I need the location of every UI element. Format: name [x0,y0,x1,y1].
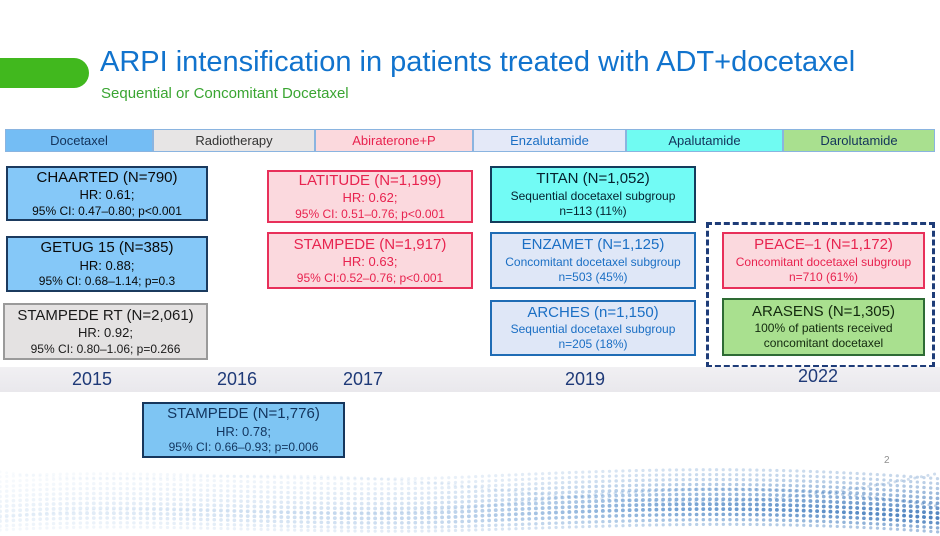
timeline-year-2016: 2016 [216,369,258,389]
legend-enzalutamide: Enzalutamide [473,129,626,152]
green-accent-bar [0,58,89,88]
trial-box-chaarted: CHAARTED (N=790) HR: 0.61; 95% CI: 0.47–… [6,166,208,221]
trial-title: ARASENS (N=1,305) [752,302,895,320]
legend-apalutamide: Apalutamide [626,129,783,152]
trial-title: CHAARTED (N=790) [36,168,178,186]
trial-subgroup: Sequential docetaxel subgroup [510,322,676,337]
trial-ci: 95% CI: 0.80–1.06; p=0.266 [30,341,181,356]
trial-note: concomitant docetaxel [763,336,884,351]
legend-radiotherapy: Radiotherapy [153,129,315,152]
trial-n: n=710 (61%) [788,269,859,284]
trial-title: ARCHES (n=1,150) [527,303,659,321]
trial-ci: 95% CI: 0.47–0.80; p<0.001 [32,203,182,218]
trial-box-arches: ARCHES (n=1,150) Sequential docetaxel su… [490,300,696,356]
trial-n: n=503 (45%) [558,269,628,284]
trial-box-titan: TITAN (N=1,052) Sequential docetaxel sub… [490,166,696,223]
trial-title: LATITUDE (N=1,199) [298,171,442,189]
legend-darolutamide: Darolutamide [783,129,935,152]
trial-hr: HR: 0.78; [216,423,271,439]
trial-hr: HR: 0.88; [79,257,135,273]
timeline-band [0,367,940,392]
legend-docetaxel: Docetaxel [5,129,153,152]
trial-title: TITAN (N=1,052) [536,170,650,188]
slide-subtitle: Sequential or Concomitant Docetaxel [101,85,349,102]
trial-subgroup: Sequential docetaxel subgroup [510,188,676,203]
drug-legend: Docetaxel Radiotherapy Abiraterone+P Enz… [0,129,940,152]
timeline-year-2015: 2015 [71,369,113,389]
highlight-dashed-group-2022 [706,222,935,368]
trial-title: PEACE–1 (N=1,172) [754,236,893,254]
trial-subgroup: Concomitant docetaxel subgroup [735,254,912,269]
trial-hr: HR: 0.61; [79,187,135,203]
trial-box-peace-1: PEACE–1 (N=1,172) Concomitant docetaxel … [722,232,925,289]
halftone-wave-decoration [0,468,940,534]
trial-title: ENZAMET (N=1,125) [521,236,665,254]
timeline-year-2019: 2019 [564,369,606,389]
trial-title: GETUG 15 (N=385) [40,239,174,256]
trial-ci: 95% CI:0.52–0.76; p<0.001 [296,270,444,285]
trial-box-stampede-rt: STAMPEDE RT (N=2,061) HR: 0.92; 95% CI: … [3,303,208,360]
trial-title: STAMPEDE RT (N=2,061) [17,306,194,324]
trial-ci: 95% CI: 0.51–0.76; p<0.001 [295,206,445,221]
trial-ci: 95% CI: 0.66–0.93; p=0.006 [168,440,319,454]
trial-note: 100% of patients received [754,321,893,336]
trial-hr: HR: 0.62; [342,190,398,206]
trial-box-stampede: STAMPEDE (N=1,917) HR: 0.63; 95% CI:0.52… [267,232,473,289]
trial-n: n=205 (18%) [558,337,628,352]
trial-title: STAMPEDE (N=1,776) [167,405,320,422]
trial-box-arasens: ARASENS (N=1,305) 100% of patients recei… [722,298,925,356]
trial-ci: 95% CI: 0.68–1.14; p=0.3 [38,274,176,288]
trial-box-getug-15: GETUG 15 (N=385) HR: 0.88; 95% CI: 0.68–… [6,236,208,292]
trial-n: n=113 (11%) [559,203,627,218]
trial-hr: HR: 0.92; [78,325,133,341]
legend-abiraterone-p: Abiraterone+P [315,129,473,152]
trial-box-stampede-1776: STAMPEDE (N=1,776) HR: 0.78; 95% CI: 0.6… [142,402,345,458]
timeline-year-2017: 2017 [342,369,384,389]
slide-title: ARPI intensification in patients treated… [100,46,856,78]
trial-hr: HR: 0.63; [342,254,398,270]
trial-title: STAMPEDE (N=1,917) [293,235,447,253]
trial-box-enzamet: ENZAMET (N=1,125) Concomitant docetaxel … [490,232,696,289]
page-number: 2 [884,455,890,466]
trial-subgroup: Concomitant docetaxel subgroup [505,254,681,269]
trial-box-latitude: LATITUDE (N=1,199) HR: 0.62; 95% CI: 0.5… [267,170,473,223]
timeline-year-2022: 2022 [797,366,839,386]
